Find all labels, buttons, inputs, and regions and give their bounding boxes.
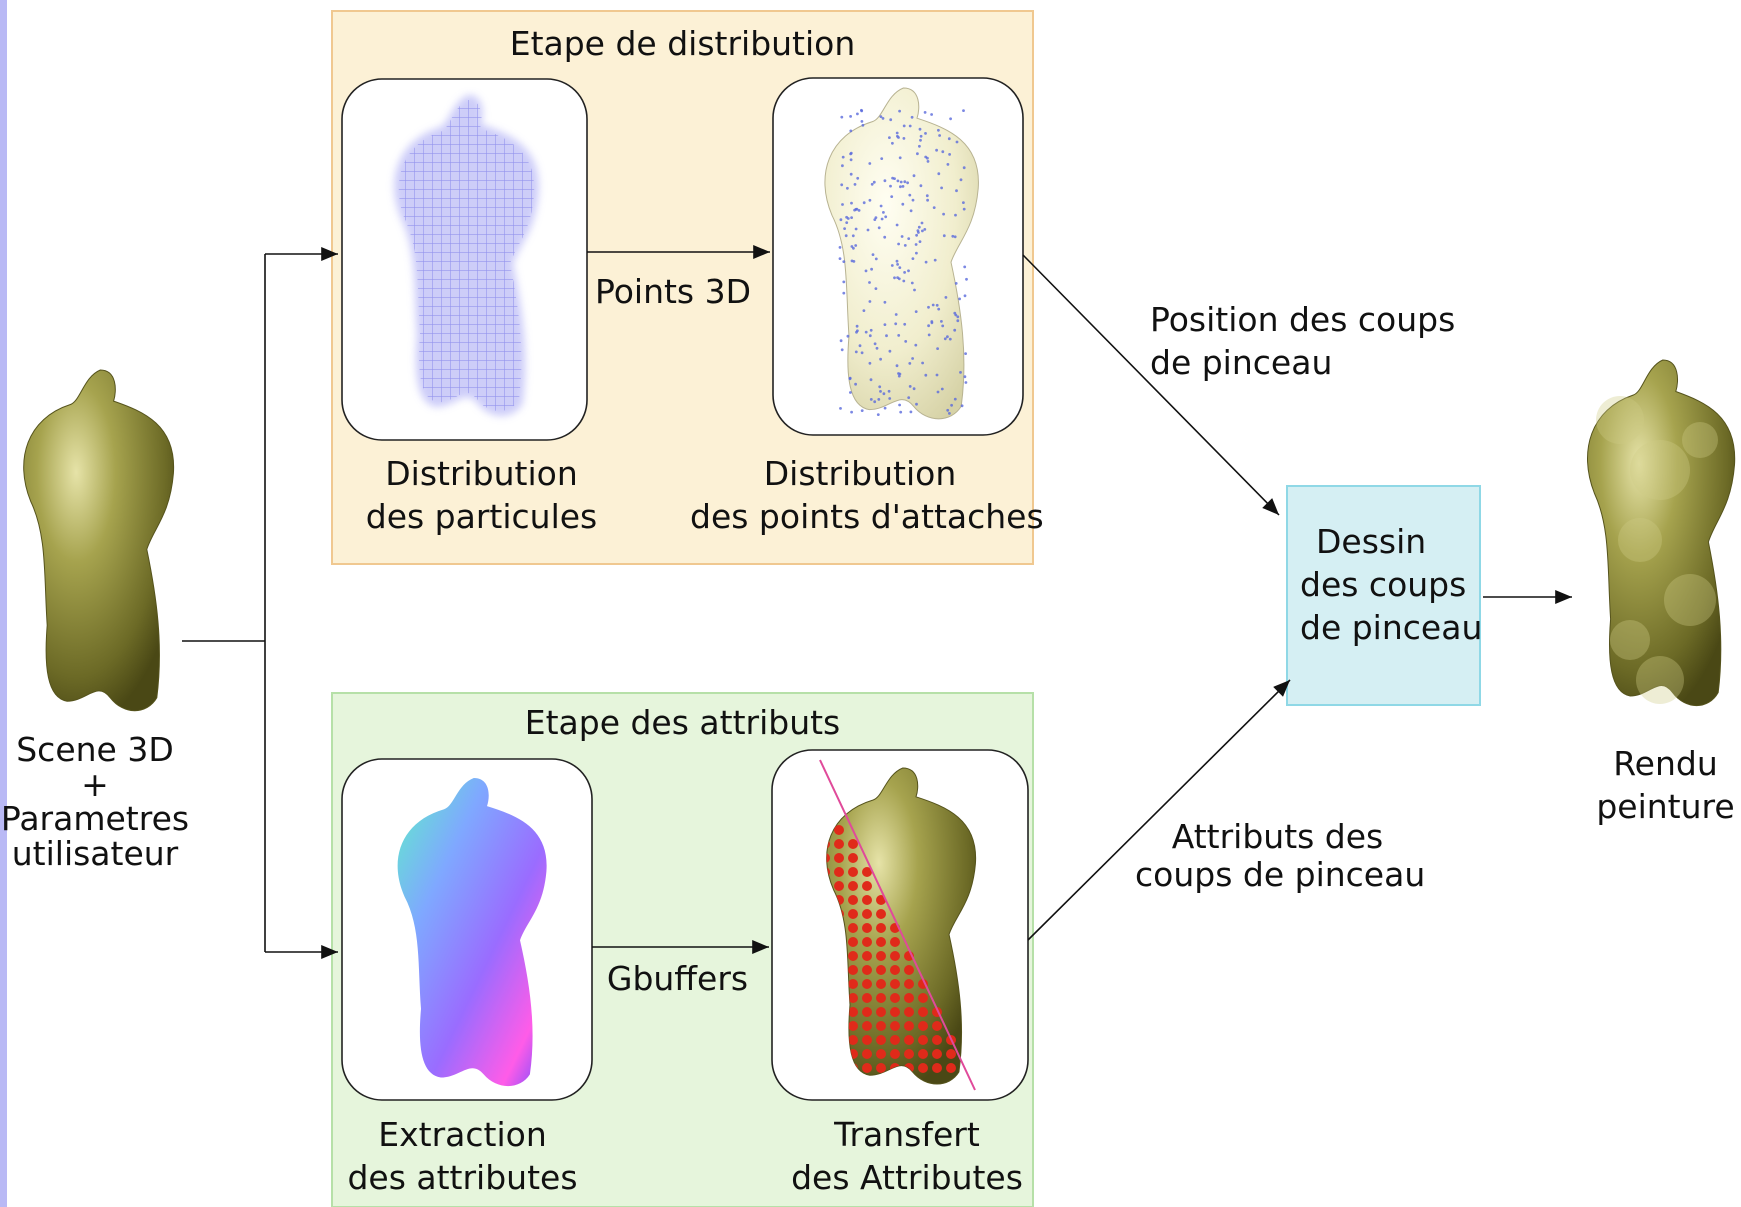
attributes-flow-label: Attributs des coups de pinceau (1135, 817, 1426, 894)
cut-line (819, 759, 976, 1091)
transfer-caption: Transfert des Attributes (782, 1114, 1032, 1200)
points3d-label: Points 3D (595, 272, 752, 311)
drawing-box-label: Dessin des coups de pinceau (1300, 521, 1482, 650)
transfer-caption-line-1: Transfert (834, 1115, 980, 1154)
transfer-caption-line-2: des Attributes (791, 1157, 1023, 1197)
painted-torso-icon (1587, 359, 1736, 706)
drawing-box-label-line-3: de pinceau (1300, 607, 1483, 647)
position-arrow (1022, 254, 1280, 516)
input-caption-line-3: Parametres (0, 799, 190, 839)
attributes-stage-title: Etape des attributs (524, 703, 841, 742)
input-caption: Scene 3D + Parametres utilisateur (0, 730, 190, 873)
particle-cloud-icon (394, 95, 539, 416)
connectors (182, 245, 1572, 959)
position-label-line-1: Position des coups (1150, 300, 1456, 339)
input-caption-line-2: + (81, 764, 109, 804)
output-caption-line-1: Rendu (1613, 744, 1718, 783)
attach-points-caption-line-1: Distribution (763, 454, 957, 493)
extraction-caption: Extraction des attributes (340, 1114, 585, 1200)
left-edge-strip (0, 0, 7, 1207)
normal-map-torso-icon (397, 778, 547, 1087)
input-branch-line (182, 254, 266, 952)
extraction-caption-line-1: Extraction (378, 1115, 547, 1154)
painterly-patches (1596, 396, 1718, 704)
drawing-box-label-line-2: des coups (1300, 564, 1467, 604)
drawing-box (1286, 485, 1481, 706)
particles-caption-line-2: des particules (365, 496, 598, 536)
attributes-flow-label-line-2: coups de pinceau (1135, 854, 1426, 894)
position-label-line-2: de pinceau (1150, 342, 1333, 382)
output-caption-line-2: peinture (1596, 786, 1735, 826)
particles-caption: Distribution des particules (342, 453, 621, 539)
position-label: Position des coups de pinceau (1150, 299, 1455, 385)
gbuffers-label: Gbuffers (606, 959, 749, 998)
attributes-arrow (1027, 679, 1291, 941)
attach-points-caption: Distribution des points d'attaches (690, 453, 1044, 539)
output-caption: Rendu peinture (1590, 743, 1741, 829)
particles-caption-line-1: Distribution (385, 454, 578, 493)
input-caption-line-1: Scene 3D (16, 730, 174, 769)
input-caption-line-4: utilisateur (11, 833, 179, 873)
attach-points-caption-line-2: des points d'attaches (690, 496, 1044, 536)
drawing-box-label-line-1: Dessin (1316, 522, 1427, 561)
olive-torso-icon (23, 369, 174, 712)
extraction-caption-line-2: des attributes (347, 1157, 578, 1197)
distribution-stage-title: Etape de distribution (509, 24, 856, 63)
pointed-torso-icon (824, 87, 979, 420)
attributes-flow-label-line-1: Attributs des (1171, 817, 1384, 856)
